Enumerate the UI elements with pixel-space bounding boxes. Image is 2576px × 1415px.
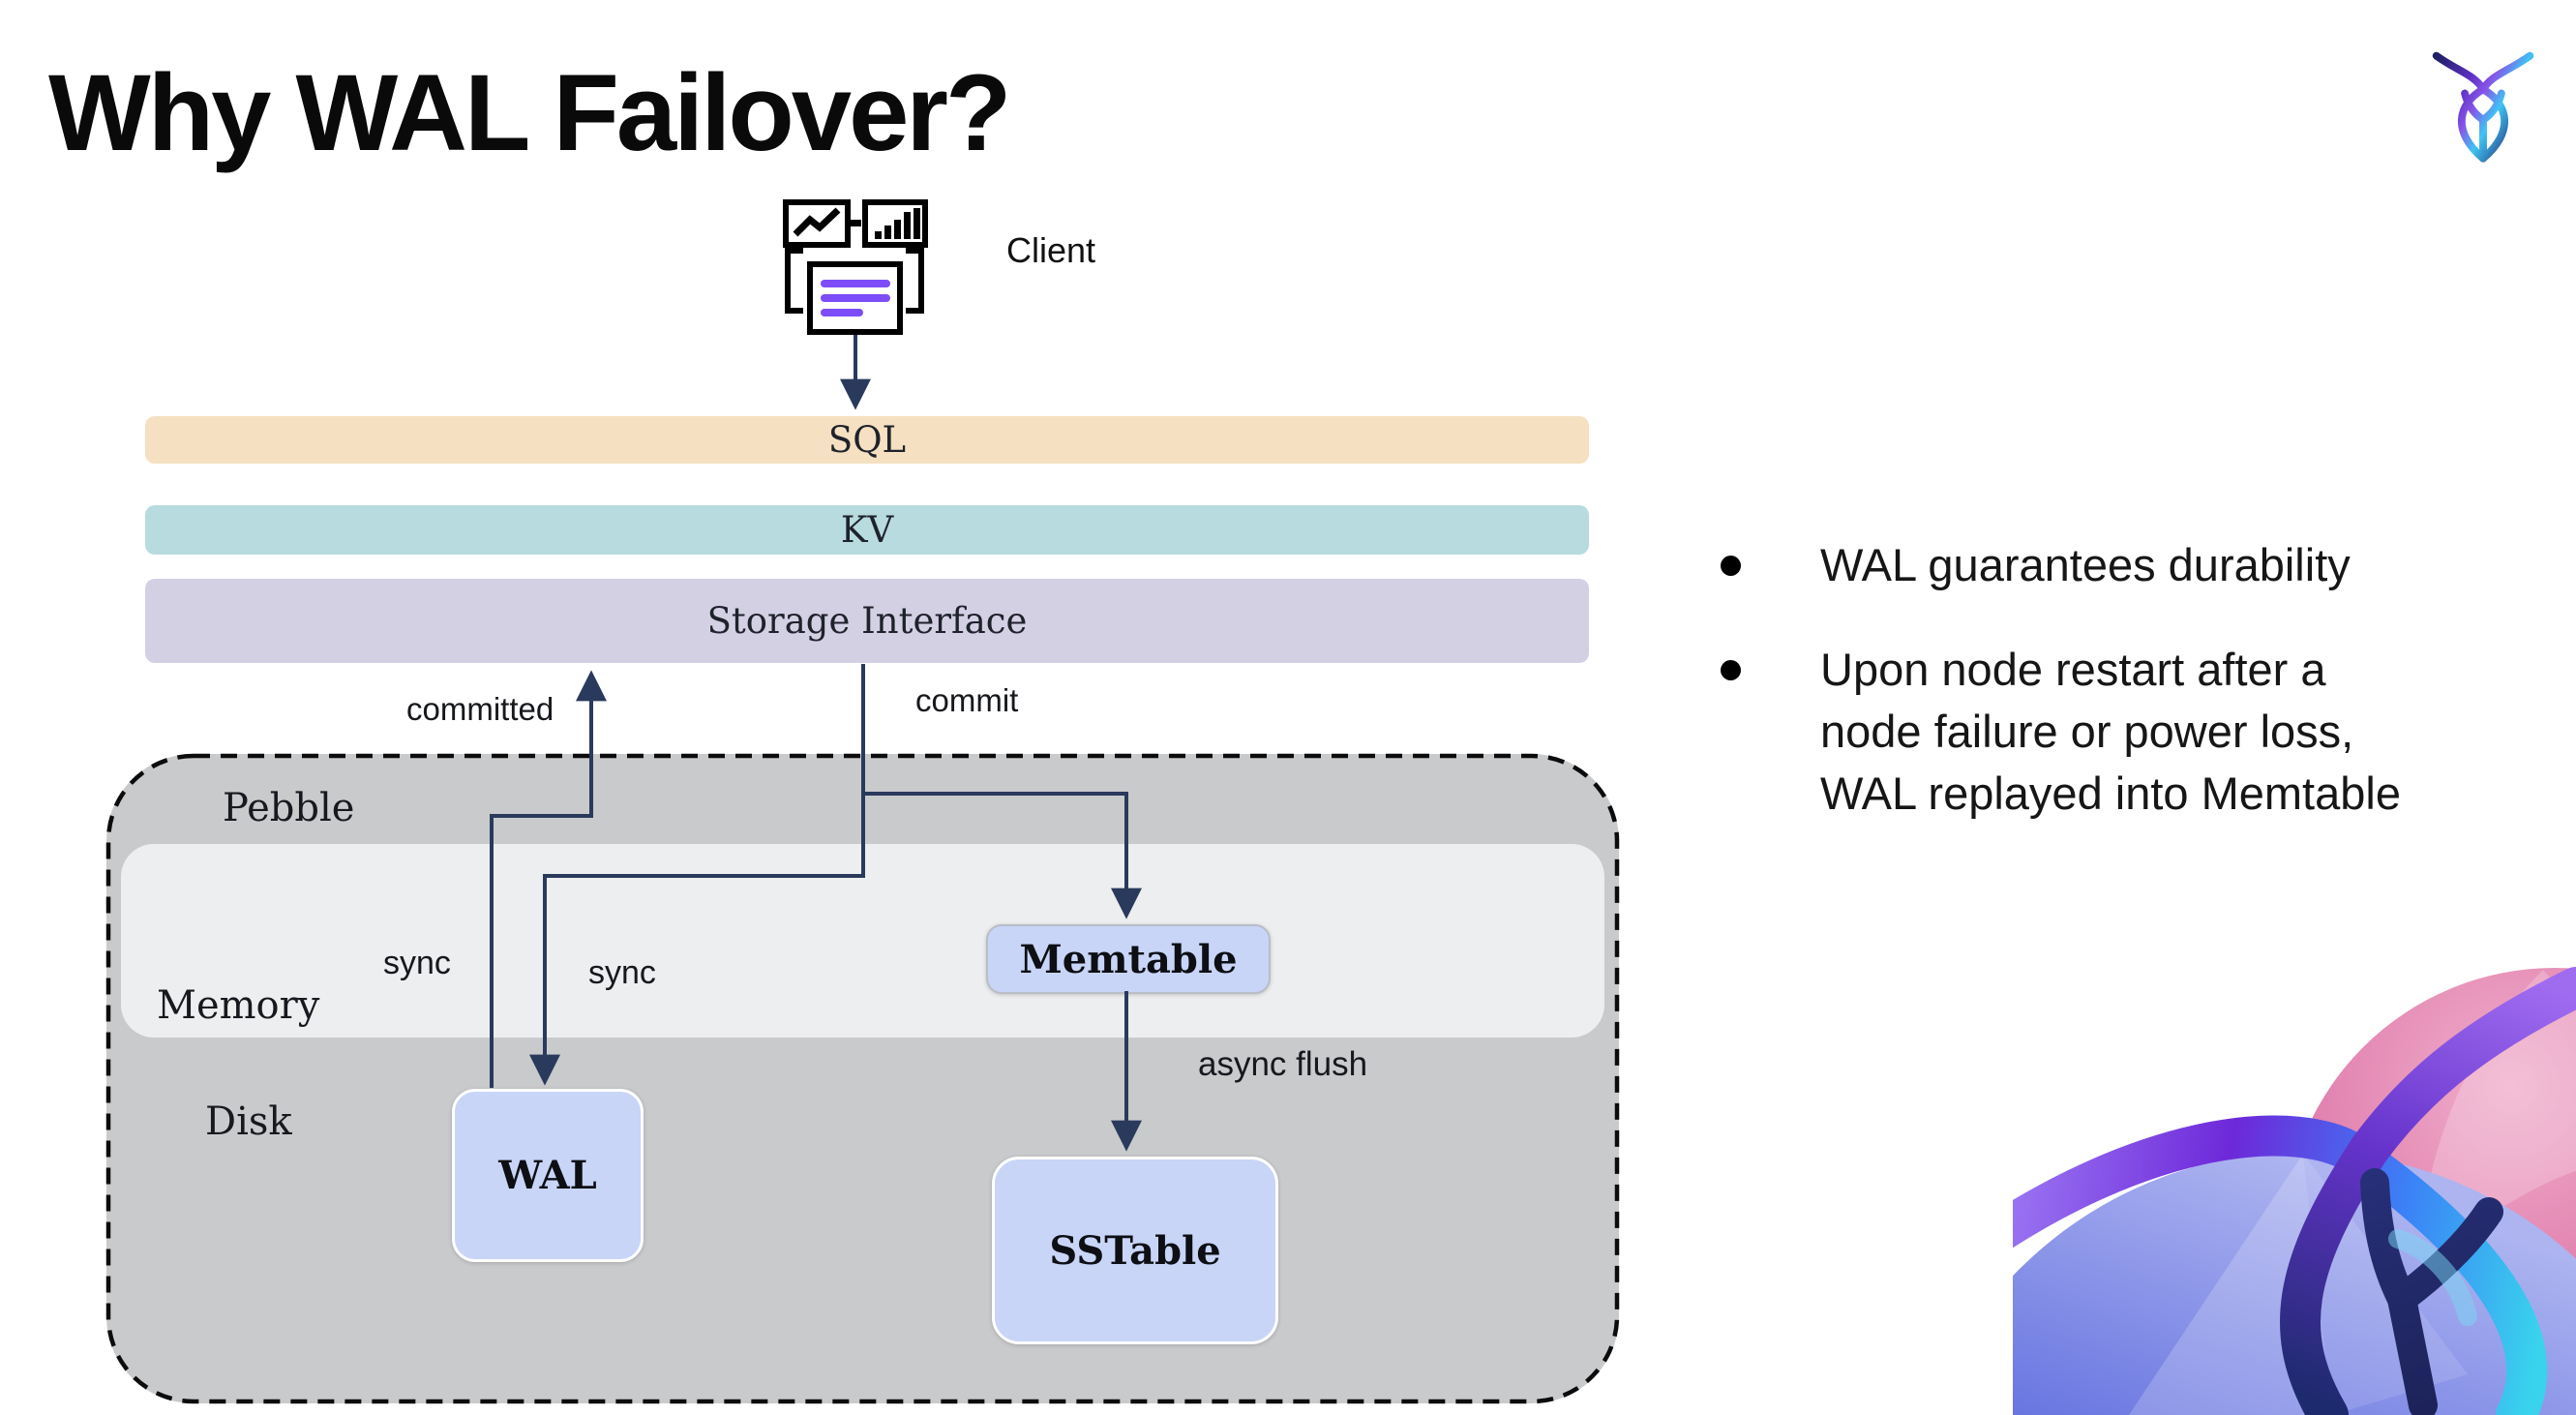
wal-node: WAL: [452, 1089, 644, 1262]
doc-text-lines: [821, 280, 890, 316]
client-label: Client: [1006, 230, 1096, 270]
pebble-label: Pebble: [223, 786, 355, 830]
sync-right-edge-label: sync: [588, 954, 656, 991]
wal-node-label: WAL: [498, 1153, 597, 1198]
layer-bar-kv: KV: [145, 505, 1589, 555]
bullet-item: WAL guarantees durability: [1721, 534, 2495, 596]
bullet-text: WAL guarantees durability: [1820, 539, 2351, 590]
page-title: Why WAL Failover?: [48, 52, 1011, 173]
bullet-item: Upon node restart after a node failure o…: [1721, 639, 2495, 825]
commit-edge-label: commit: [915, 682, 1019, 718]
cockroachdb-logo-icon: [2432, 51, 2534, 163]
bullet-dot: [1721, 660, 1741, 680]
sync-left-edge-label: sync: [383, 945, 451, 981]
bullet-text: Upon node restart after a node failure o…: [1820, 644, 2401, 819]
dash-connector: [851, 220, 861, 226]
committed-edge-label: committed: [406, 691, 554, 727]
bullet-dot: [1721, 556, 1741, 576]
memtable-node: Memtable: [986, 924, 1271, 994]
memory-region: [121, 844, 1604, 1038]
layer-bar-storage-interface: Storage Interface: [145, 579, 1589, 663]
sstable-node: SSTable: [992, 1157, 1278, 1344]
client-dashboard-icon: [783, 199, 928, 335]
layer-bar-kv-label: KV: [840, 509, 894, 551]
bullet-list: WAL guarantees durability Upon node rest…: [1721, 534, 2495, 867]
layer-bar-storage-label: Storage Interface: [706, 600, 1028, 642]
async-flush-edge-label: async flush: [1198, 1045, 1368, 1083]
brand-decoration-graphic: [2013, 967, 2576, 1415]
layer-bar-sql: SQL: [145, 416, 1589, 464]
disk-label: Disk: [205, 1099, 292, 1144]
sstable-node-label: SSTable: [1049, 1227, 1221, 1274]
memtable-node-label: Memtable: [1019, 936, 1238, 982]
layer-bar-sql-label: SQL: [827, 419, 907, 461]
memory-label: Memory: [157, 983, 320, 1028]
